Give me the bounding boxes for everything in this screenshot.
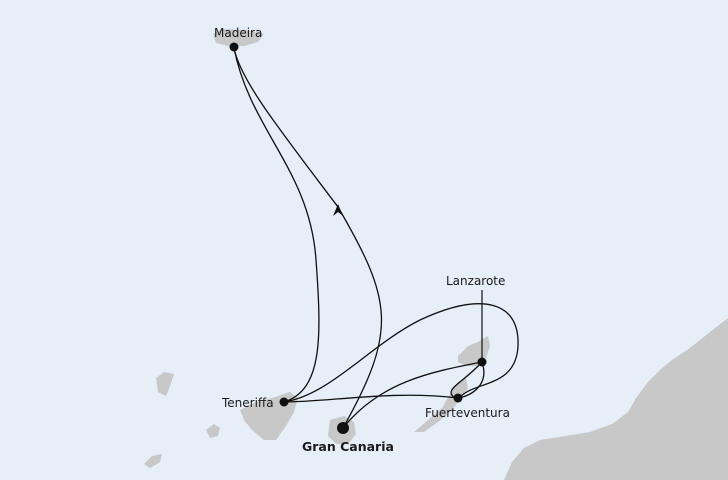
island-el-hierro — [144, 454, 162, 468]
island-la-gomera — [206, 424, 220, 438]
direction-arrow-icon — [333, 204, 343, 216]
port-marker-gran-canaria — [337, 422, 349, 434]
port-label-madeira: Madeira — [214, 26, 262, 40]
port-marker-madeira — [229, 42, 239, 52]
port-marker-teneriffa — [279, 397, 289, 407]
route-teneriffa-link — [283, 394, 459, 403]
island-la-palma — [156, 372, 174, 396]
port-label-teneriffa: Teneriffa — [221, 396, 274, 410]
port-marker-lanzarote — [477, 357, 487, 367]
route-fuerteventura-to-gran-canaria — [342, 361, 483, 429]
port-label-fuerteventura: Fuerteventura — [425, 406, 510, 420]
port-label-lanzarote: Lanzarote — [446, 274, 505, 288]
africa-coastline — [504, 318, 728, 480]
port-label-gran-canaria: Gran Canaria — [302, 439, 394, 454]
route-madeira-to-teneriffa — [233, 47, 320, 403]
port-marker-fuerteventura — [453, 393, 463, 403]
island-madeira — [213, 29, 264, 46]
island-fuerteventura — [414, 378, 468, 432]
